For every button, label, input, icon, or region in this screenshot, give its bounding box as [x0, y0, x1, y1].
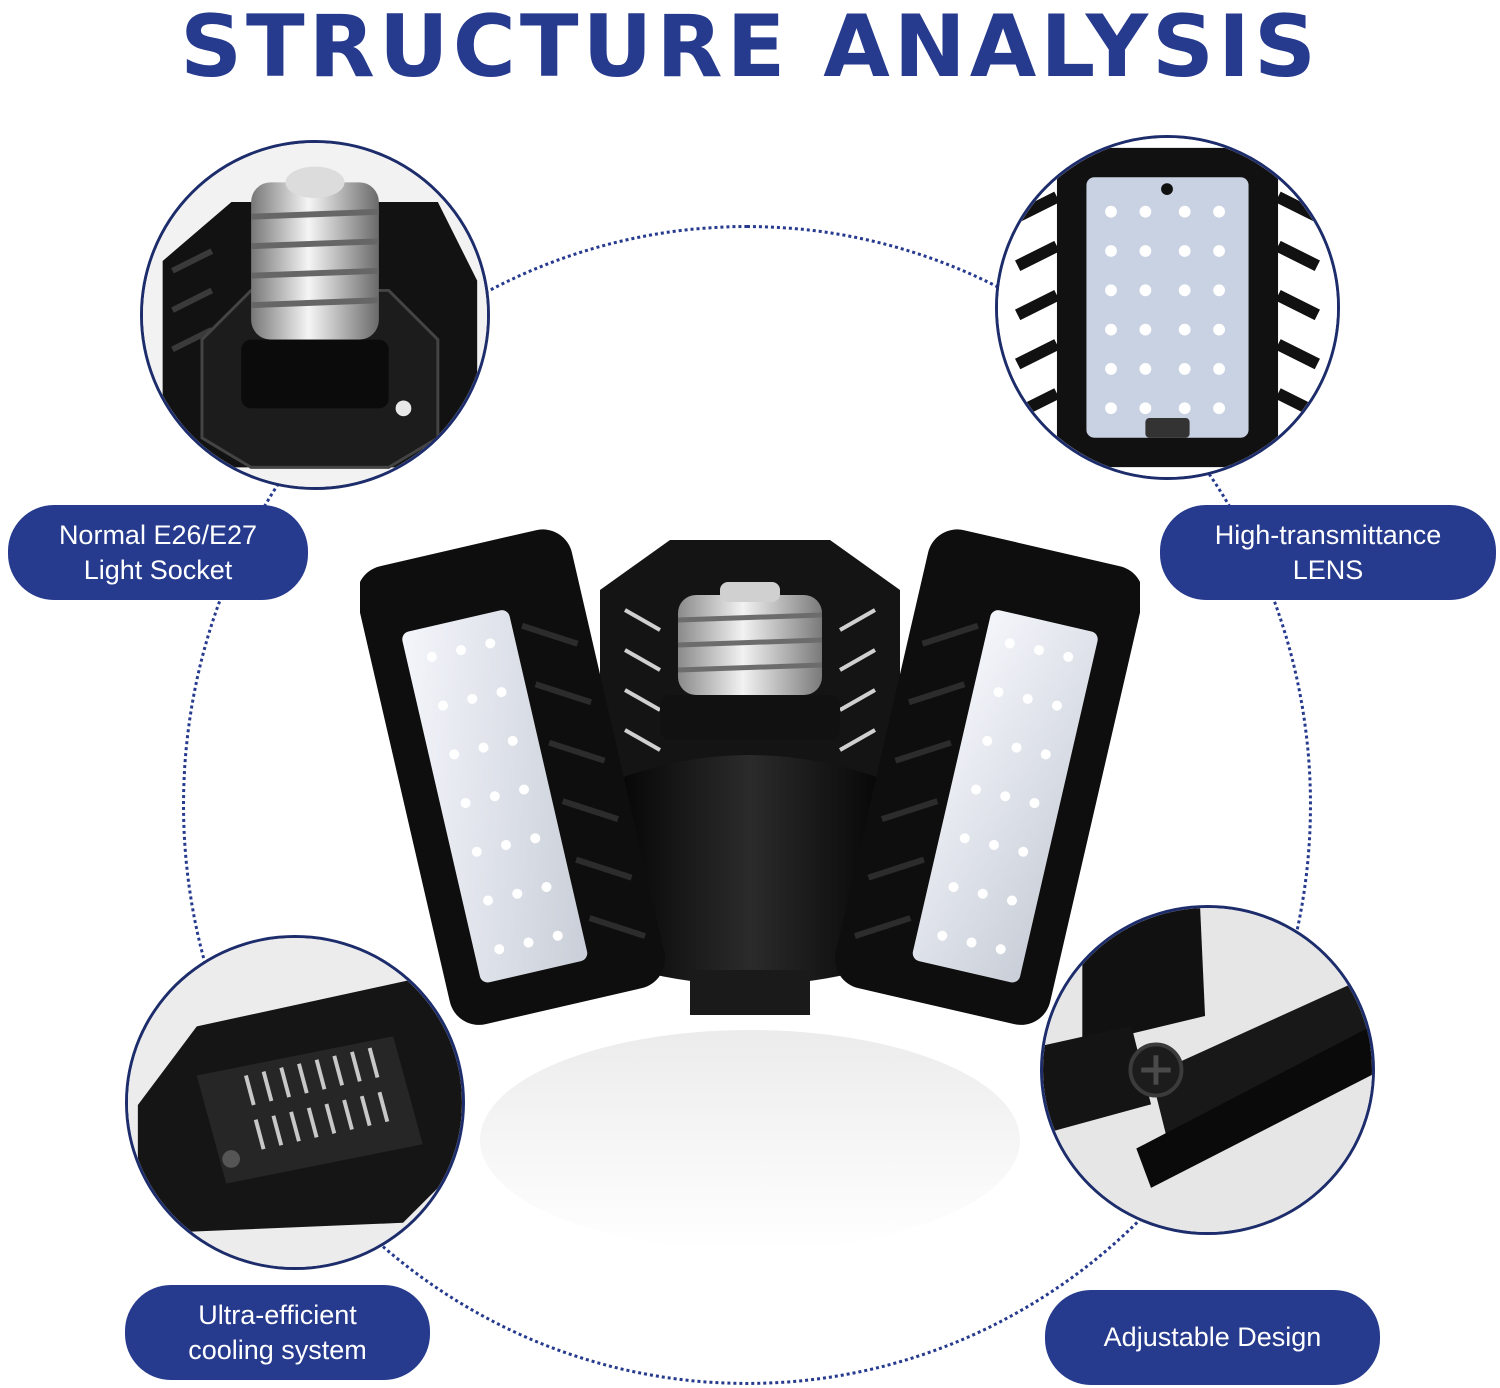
- cooling-label-line2: cooling system: [188, 1334, 367, 1365]
- lens-label-line2: LENS: [1292, 554, 1364, 585]
- cooling-detail-image: [125, 935, 465, 1270]
- adjustable-label: Adjustable Design: [1045, 1290, 1380, 1385]
- lens-detail-image: [995, 135, 1340, 480]
- socket-label: Normal E26/E27 Light Socket: [8, 505, 308, 600]
- socket-label-line2: Light Socket: [83, 554, 233, 585]
- product-image: [360, 500, 1140, 1320]
- socket-label-line1: Normal E26/E27: [58, 519, 258, 550]
- adjustable-label-line1: Adjustable Design: [1103, 1322, 1322, 1352]
- page-title: STRUCTURE ANALYSIS: [180, 0, 1320, 97]
- lens-label-line1: High-transmittance: [1214, 519, 1442, 550]
- hinge-detail-image: [1040, 905, 1375, 1235]
- dotted-orbit-ring: [182, 225, 1312, 1385]
- cooling-label-line1: Ultra-efficient: [198, 1299, 357, 1330]
- socket-detail-image: [140, 140, 490, 490]
- lens-label: High-transmittance LENS: [1160, 505, 1496, 600]
- cooling-label: Ultra-efficient cooling system: [125, 1285, 430, 1380]
